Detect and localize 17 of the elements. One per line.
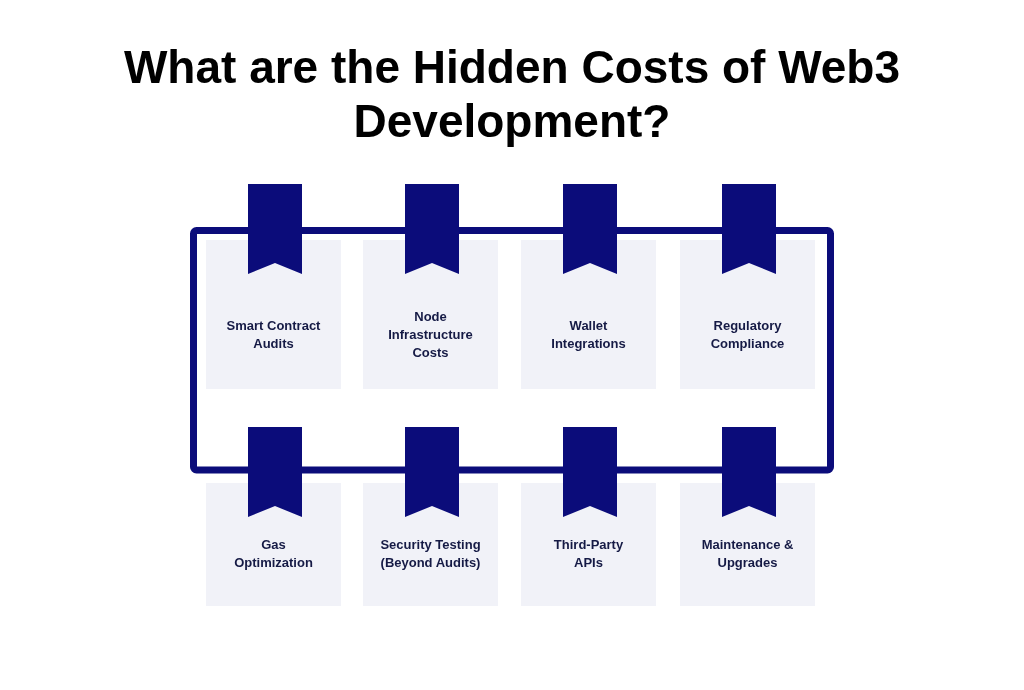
bookmark-card	[363, 184, 498, 389]
bookmark-card	[206, 184, 341, 389]
bookmark-card	[680, 184, 815, 389]
card-label: Smart Contract Audits	[225, 317, 322, 353]
card-label: Regulatory Compliance	[709, 317, 786, 353]
card-label: Third-Party APIs	[552, 536, 625, 572]
bookmark-card	[521, 427, 656, 606]
card-label: Maintenance & Upgrades	[700, 536, 795, 572]
title: What are the Hidden Costs of Web3 Development?	[122, 40, 902, 148]
card-label: Node Infrastructure Costs	[387, 308, 474, 362]
bookmark-card	[363, 427, 498, 606]
bookmark-card	[206, 427, 341, 606]
bookmark-card	[680, 427, 815, 606]
card-label: Security Testing (Beyond Audits)	[379, 536, 482, 572]
card-label: Gas Optimization	[233, 536, 314, 572]
card-label: Wallet Integrations	[550, 317, 627, 353]
bookmark-card	[521, 184, 656, 389]
